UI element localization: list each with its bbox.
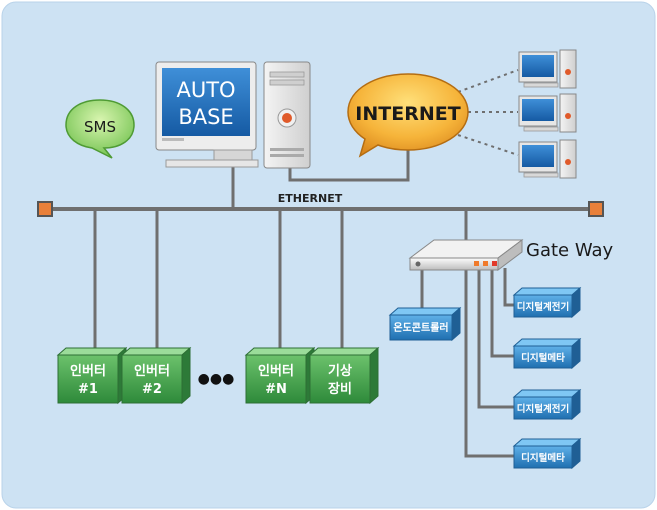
digital-meter-2-label: 디지털메타 — [521, 452, 565, 464]
digital-relay-2-label: 디지털계전기 — [517, 403, 569, 415]
ethernet-label: ETHERNET — [278, 192, 343, 205]
gateway-device — [408, 239, 524, 271]
weather-equipment-line2: 장비 — [328, 381, 352, 397]
temperature-controller-label: 온도콘트롤러 — [393, 321, 448, 334]
ellipsis-dots: ●●● — [198, 371, 235, 387]
inverter-2-line1: 인버터 — [134, 363, 170, 379]
server-monitor: AUTO BASE — [155, 61, 259, 168]
temperature-controller: 온도콘트롤러 — [388, 306, 462, 342]
weather-equipment: 기상 장비 — [308, 346, 380, 405]
bus-terminator-left — [37, 201, 53, 217]
inverter-1: 인버터 #1 — [56, 346, 128, 405]
digital-meter-2: 디지털메타 — [512, 437, 582, 470]
gateway-label: Gate Way — [526, 240, 614, 261]
inverter-1-line2: #1 — [78, 382, 98, 397]
digital-meter-1: 디지털메타 — [512, 337, 582, 370]
monitor-title-line1: AUTO — [176, 78, 235, 102]
sms-bubble: SMS — [65, 99, 135, 159]
digital-relay-1-label: 디지털계전기 — [517, 301, 569, 313]
client-pc-3 — [518, 139, 577, 179]
inverter-2: 인버터 #2 — [120, 346, 192, 405]
inverter-1-line1: 인버터 — [70, 363, 106, 379]
digital-relay-1: 디지털계전기 — [512, 286, 582, 319]
internet-cloud: INTERNET — [347, 73, 469, 158]
inverter-2-line2: #2 — [142, 382, 162, 397]
internet-links — [457, 69, 519, 156]
client-pc-1 — [518, 49, 577, 89]
digital-relay-2: 디지털계전기 — [512, 388, 582, 421]
inverter-n: 인버터 #N — [244, 346, 316, 405]
monitor-title-line2: BASE — [178, 105, 233, 129]
inverter-n-line1: 인버터 — [258, 363, 294, 379]
digital-meter-1-label: 디지털메타 — [521, 352, 565, 364]
inverter-n-line2: #N — [265, 382, 287, 397]
client-pc-2 — [518, 93, 577, 133]
monitor-screen — [162, 68, 250, 136]
weather-equipment-line1: 기상 — [328, 364, 352, 379]
server-tower — [263, 61, 311, 169]
wiring — [46, 150, 596, 458]
sms-label: SMS — [84, 118, 116, 136]
bus-terminator-right — [588, 201, 604, 217]
internet-label: INTERNET — [355, 103, 460, 125]
